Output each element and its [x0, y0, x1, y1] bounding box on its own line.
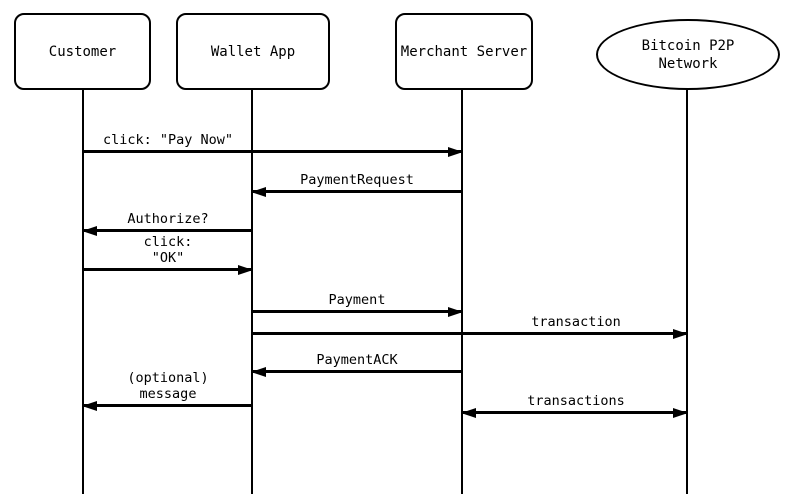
message-label: transaction: [529, 314, 623, 330]
message-label: Authorize?: [125, 211, 211, 227]
lifeline-merchant-server: [461, 90, 463, 494]
arrowhead-left-icon: [82, 225, 97, 236]
message-optional-message: (optional) message: [82, 370, 252, 411]
participant-customer: Customer: [14, 13, 151, 90]
lifeline-wallet-app: [251, 90, 253, 494]
message-transaction: transaction: [252, 314, 688, 339]
message-click-pay-now: click: "Pay Now": [83, 132, 463, 157]
participant-bitcoin-p2p-network-label: Bitcoin P2P Network: [641, 37, 735, 72]
arrowhead-right-icon: [448, 146, 463, 157]
arrowhead-left-icon: [461, 407, 476, 418]
participant-merchant-server: Merchant Server: [395, 13, 533, 90]
message-label: click: "OK": [126, 234, 210, 266]
message-label: click: "Pay Now": [100, 132, 236, 148]
message-label: PaymentACK: [314, 352, 400, 368]
lifeline-customer: [82, 90, 84, 494]
arrowhead-right-icon: [448, 306, 463, 317]
arrowhead-left-icon: [251, 186, 266, 197]
arrowhead-left-icon: [251, 366, 266, 377]
message-payment: Payment: [252, 292, 463, 317]
participant-merchant-server-label: Merchant Server: [400, 43, 528, 60]
arrowhead-right-icon: [238, 264, 253, 275]
message-label: (optional) message: [125, 370, 211, 402]
message-payment-request: PaymentRequest: [251, 172, 462, 197]
message-payment-ack: PaymentACK: [251, 352, 462, 377]
participant-bitcoin-p2p-network: Bitcoin P2P Network: [596, 19, 780, 90]
message-label: PaymentRequest: [298, 172, 416, 188]
participant-customer-label: Customer: [48, 43, 117, 60]
message-label: Payment: [326, 292, 388, 308]
arrowhead-left-icon: [82, 400, 97, 411]
arrowhead-right-icon: [673, 328, 688, 339]
arrowhead-right-icon: [673, 407, 688, 418]
message-click-ok: click: "OK": [83, 234, 253, 275]
lifeline-bitcoin-p2p-network: [686, 90, 688, 494]
message-label: transactions: [525, 393, 627, 409]
participant-wallet-app-label: Wallet App: [210, 43, 296, 60]
message-transactions: transactions: [461, 393, 688, 418]
participant-wallet-app: Wallet App: [176, 13, 330, 90]
message-authorize: Authorize?: [82, 211, 252, 236]
